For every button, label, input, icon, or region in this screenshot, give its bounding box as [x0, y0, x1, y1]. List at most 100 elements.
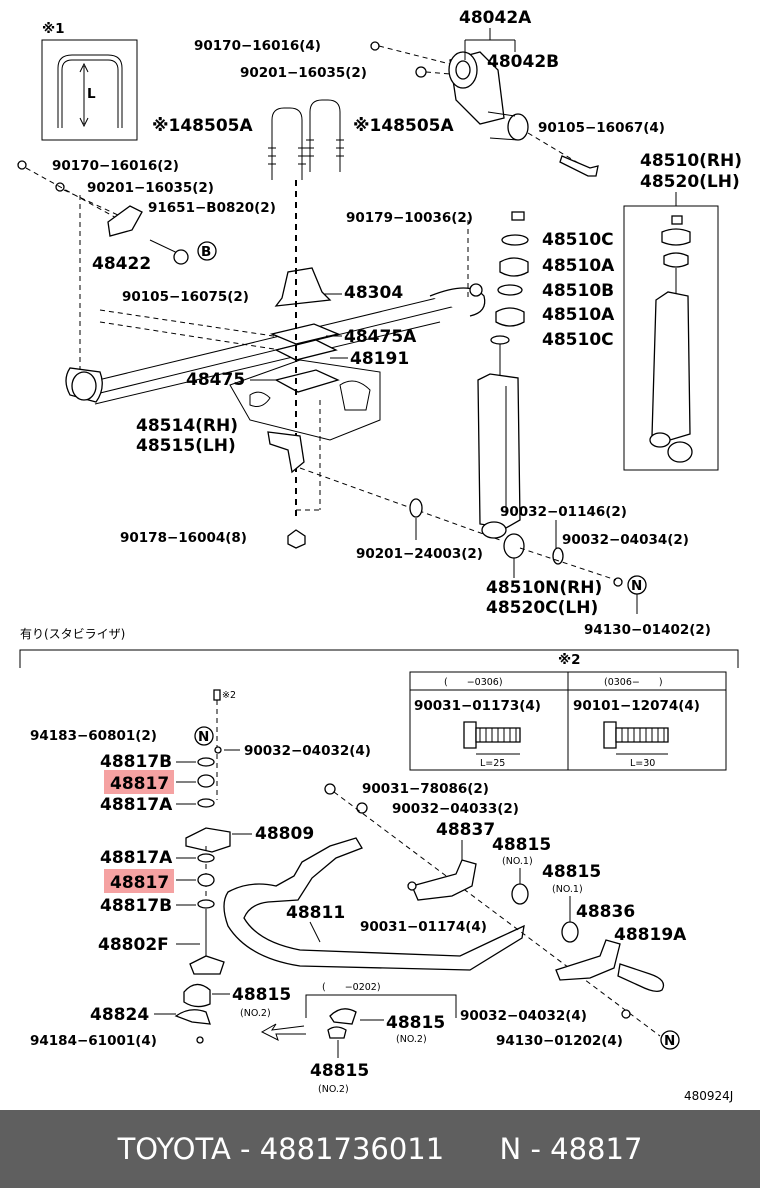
footer-ref-code: 48817: [550, 1132, 643, 1166]
circle-N-label-3: N: [664, 1033, 675, 1049]
circle-N-label-2: N: [198, 729, 209, 745]
label-48422: 48422: [92, 254, 151, 274]
label-90201-24003-2: 90201−24003(2): [356, 546, 483, 562]
label-90170-16016-4: 90170−16016(4): [194, 38, 321, 54]
table-col2-part: 90101−12074(4): [573, 698, 700, 714]
label-90170-16016-2: 90170−16016(2): [52, 158, 179, 174]
bracket-48837-icon: [411, 859, 477, 901]
label-90179-10036-2: 90179−10036(2): [346, 210, 473, 226]
no2-left: (NO.2): [240, 1008, 271, 1019]
label-48817B-2: 48817B: [100, 896, 172, 916]
note2-label: ※2: [558, 652, 581, 668]
label-48304: 48304: [344, 283, 403, 303]
label-48817-1: 48817: [110, 774, 169, 794]
footer-sep-2: -: [521, 1132, 551, 1166]
highlight-48817-1: [104, 770, 174, 794]
u-bolts: [268, 99, 344, 180]
label-48520C: 48520C(LH): [486, 598, 598, 618]
circle-N-label-1: N: [631, 578, 642, 594]
label-48191: 48191: [350, 349, 409, 369]
label-90032-01146-2: 90032−01146(2): [500, 504, 627, 520]
label-90032-04032-4a: 90032−04032(4): [244, 743, 371, 759]
label-90032-04034-2: 90032−04034(2): [562, 532, 689, 548]
label-90031-01174-4: 90031−01174(4): [360, 919, 487, 935]
spring-seats: [269, 180, 341, 520]
stabilizer-bar: [223, 837, 525, 971]
no2-mid: (NO.2): [396, 1034, 427, 1045]
label-48510RH: 48510(RH): [640, 151, 742, 171]
label-91651-B0820-2: 91651−B0820(2): [148, 200, 276, 216]
footer-brand: TOYOTA: [117, 1132, 231, 1166]
circle-B-label: B: [201, 244, 211, 260]
label-48505A-left: ※148505A: [152, 116, 253, 136]
label-94184-61001-4: 94184−61001(4): [30, 1033, 157, 1049]
label-48802F: 48802F: [98, 935, 169, 955]
label-48510C-1: 48510C: [542, 230, 614, 250]
label-90031-78086-2: 90031−78086(2): [362, 781, 489, 797]
nut-icon: [370, 41, 380, 51]
label-90105-16067-4: 90105−16067(4): [538, 120, 665, 136]
label-48815-no1a: 48815: [492, 835, 551, 855]
table-col1-header: ( −0306): [444, 677, 503, 688]
label-48819A: 48819A: [614, 925, 687, 945]
table-col2-length: L=30: [630, 758, 655, 769]
footer-sep-1: -: [230, 1132, 260, 1166]
part-footer-bar: TOYOTA - 4881736011 N - 48817: [0, 1110, 760, 1188]
bracket-48836-icon: [555, 939, 621, 981]
label-48836: 48836: [576, 902, 635, 922]
table-col2-header: (0306− ): [604, 677, 663, 688]
label-48475: 48475: [186, 370, 245, 390]
note1-label: ※1: [42, 21, 65, 37]
diagram-ref-number: 480924J: [684, 1089, 733, 1103]
label-48815-left: 48815: [232, 985, 291, 1005]
label-48817B-1: 48817B: [100, 752, 172, 772]
no1-a: (NO.1): [502, 856, 533, 867]
label-90105-16075-2: 90105−16075(2): [122, 289, 249, 305]
label-48815-mid: 48815: [386, 1013, 445, 1033]
label-48837: 48837: [436, 820, 495, 840]
label-90032-04032-4b: 90032−04032(4): [460, 1008, 587, 1024]
label-94183-60801-2: 94183−60801(2): [30, 728, 157, 744]
label-48811: 48811: [286, 903, 345, 923]
label-90201-16035-2b: 90201−16035(2): [87, 180, 214, 196]
washer-icon: [415, 66, 427, 78]
bolt-icon: [559, 155, 599, 177]
bolt-head-icon: [324, 783, 336, 795]
label-48817A-1: 48817A: [100, 795, 173, 815]
label-48817A-2: 48817A: [100, 848, 173, 868]
circle-N-icon: [660, 1030, 680, 1050]
range-0202: ( −0202): [322, 982, 381, 993]
stabilizer-link-stack: ※2: [174, 689, 236, 1044]
ubolt-detail-box: ※1 L: [41, 21, 138, 141]
washer-icon: [409, 498, 423, 518]
note2-bolt-label: ※2: [222, 690, 236, 701]
bolt-variant-table: ( −0306) (0306− ) 90031−01173(4) 90101−1…: [409, 671, 727, 771]
shock-absorber-center: [467, 220, 623, 587]
table-col1-part: 90031−01173(4): [414, 698, 541, 714]
label-48824: 48824: [90, 1005, 149, 1025]
label-94130-01202-4: 94130−01202(4): [496, 1033, 623, 1049]
label-48505A-right: ※148505A: [353, 116, 454, 136]
circle-B-icon: [197, 241, 217, 261]
no1-b: (NO.1): [552, 884, 583, 895]
parts-diagram: ※1 L 48042A 48042B 90170−16016(4) 90201−…: [17, 8, 742, 1103]
label-48514RH: 48514(RH): [136, 416, 238, 436]
link-bracket-icon: [267, 431, 305, 474]
label-48510N: 48510N(RH): [486, 578, 602, 598]
nut-icon: [17, 160, 27, 170]
label-48510B: 48510B: [542, 281, 614, 301]
label-90178-16004-8: 90178−16004(8): [120, 530, 247, 546]
label-48475A: 48475A: [344, 327, 417, 347]
nut-icon: [287, 529, 306, 549]
washer-icon: [356, 802, 368, 814]
no2-bottom: (NO.2): [318, 1084, 349, 1095]
shock-absorber-detail-box: [623, 192, 719, 471]
label-48815-no1b: 48815: [542, 862, 601, 882]
table-col1-length: L=25: [480, 758, 505, 769]
shackle-assembly: [448, 28, 529, 141]
dim-L-label: L: [87, 86, 96, 102]
leaf-spring-frame: [65, 195, 486, 441]
label-48510A-1: 48510A: [542, 256, 615, 276]
stabilizer-section-title: 有り(スタビライザ): [20, 627, 125, 641]
label-48515LH: 48515(LH): [136, 436, 236, 456]
